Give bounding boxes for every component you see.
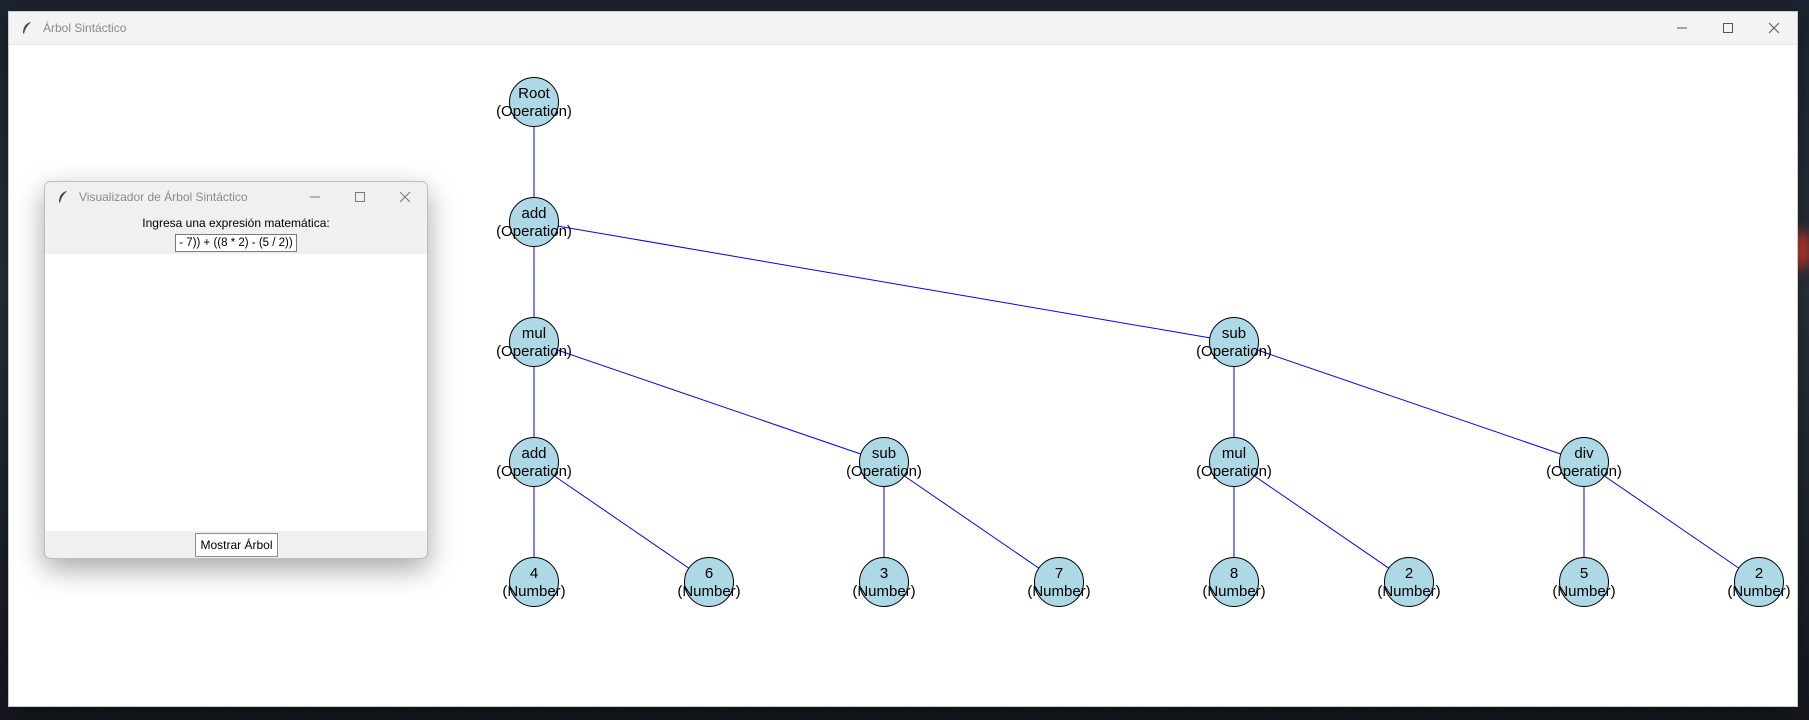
tree-node-label: 6(Number) (649, 565, 769, 601)
tree-node (1209, 557, 1259, 607)
tree-edge (1583, 461, 1760, 583)
tree-edge (533, 341, 885, 463)
dialog-maximize-button[interactable] (337, 182, 382, 212)
node-value: 4 (529, 565, 539, 582)
node-type: (Number) (1027, 583, 1091, 600)
node-value: mul (1221, 445, 1247, 462)
tree-node (1384, 557, 1434, 607)
main-window-title: Árbol Sintáctico (43, 21, 127, 35)
tree-node (509, 557, 559, 607)
dialog-close-button[interactable] (382, 182, 427, 212)
minimize-button[interactable] (1659, 12, 1705, 44)
node-value: mul (521, 325, 547, 342)
tree-node (1209, 437, 1259, 487)
dialog-minimize-button[interactable] (292, 182, 337, 212)
tree-edge (1233, 461, 1410, 583)
tree-node-label: 2(Number) (1699, 565, 1809, 601)
node-value: 8 (1229, 565, 1239, 582)
feather-icon (19, 20, 35, 36)
node-value: 7 (1054, 565, 1064, 582)
node-type: (Operation) (1546, 463, 1622, 480)
main-titlebar[interactable]: Árbol Sintáctico (9, 12, 1797, 45)
tree-node (509, 77, 559, 127)
tree-node (1209, 317, 1259, 367)
tree-node-label: mul(Operation) (474, 325, 594, 361)
close-icon (399, 191, 410, 203)
node-value: Root (518, 85, 550, 102)
tree-edge (533, 461, 710, 583)
tree-node-label: 8(Number) (1174, 565, 1294, 601)
tree-node-label: 2(Number) (1349, 565, 1469, 601)
tree-node-label: 7(Number) (999, 565, 1119, 601)
tree-node-label: add(Operation) (474, 445, 594, 481)
node-value: sub (871, 445, 897, 462)
expression-input[interactable] (175, 234, 297, 252)
tree-node-label: sub(Operation) (1174, 325, 1294, 361)
tree-node-label: mul(Operation) (1174, 445, 1294, 481)
maximize-icon (1723, 23, 1733, 33)
tree-node (509, 317, 559, 367)
tree-node (509, 197, 559, 247)
maximize-button[interactable] (1705, 12, 1751, 44)
node-type: (Number) (677, 583, 741, 600)
node-type: (Operation) (496, 463, 572, 480)
node-value: 3 (879, 565, 889, 582)
node-type: (Number) (502, 583, 566, 600)
node-type: (Operation) (1196, 343, 1272, 360)
node-type: (Operation) (846, 463, 922, 480)
syntax-tree-canvas: Root(Operation)add(Operation)mul(Operati… (9, 44, 1797, 706)
expression-prompt: Ingresa una expresión matemática: (142, 216, 330, 230)
tree-node-label: 4(Number) (474, 565, 594, 601)
tree-node-label: 5(Number) (1524, 565, 1644, 601)
node-value: add (521, 205, 547, 222)
node-type: (Number) (852, 583, 916, 600)
tree-node-label: 3(Number) (824, 565, 944, 601)
tree-node (1559, 437, 1609, 487)
tree-node (1734, 557, 1784, 607)
node-type: (Operation) (496, 343, 572, 360)
node-value: 5 (1579, 565, 1589, 582)
tree-node-label: add(Operation) (474, 205, 594, 241)
tree-node (859, 437, 909, 487)
tree-node-label: div(Operation) (1524, 445, 1644, 481)
tree-node-label: Root(Operation) (474, 85, 594, 121)
dialog-canvas-area (45, 254, 427, 531)
node-value: div (1574, 445, 1594, 462)
show-tree-button[interactable]: Mostrar Árbol (195, 533, 278, 557)
minimize-icon (1677, 27, 1687, 29)
node-type: (Operation) (496, 223, 572, 240)
node-value: add (521, 445, 547, 462)
node-type: (Number) (1552, 583, 1616, 600)
tree-node (1034, 557, 1084, 607)
node-type: (Number) (1377, 583, 1441, 600)
node-value: sub (1221, 325, 1247, 342)
tree-node (684, 557, 734, 607)
node-type: (Operation) (496, 103, 572, 120)
close-button[interactable] (1751, 12, 1797, 44)
node-value: 6 (704, 565, 714, 582)
tree-edge (883, 461, 1060, 583)
dialog-title: Visualizador de Árbol Sintáctico (79, 190, 248, 204)
tree-node (1559, 557, 1609, 607)
tree-node (859, 557, 909, 607)
tree-edge (533, 221, 1235, 343)
tree-edge (1233, 341, 1585, 463)
node-type: (Number) (1202, 583, 1266, 600)
visualizer-dialog: Visualizador de Árbol Sintáctico Ingresa… (44, 181, 428, 559)
node-value: 2 (1754, 565, 1764, 582)
maximize-icon (354, 192, 365, 202)
node-value: 2 (1404, 565, 1414, 582)
node-type: (Operation) (1196, 463, 1272, 480)
feather-icon (55, 189, 71, 205)
node-type: (Number) (1727, 583, 1791, 600)
dialog-titlebar[interactable]: Visualizador de Árbol Sintáctico (45, 182, 427, 212)
close-icon (1768, 22, 1780, 34)
tree-node-label: sub(Operation) (824, 445, 944, 481)
minimize-icon (309, 196, 320, 198)
tree-node (509, 437, 559, 487)
